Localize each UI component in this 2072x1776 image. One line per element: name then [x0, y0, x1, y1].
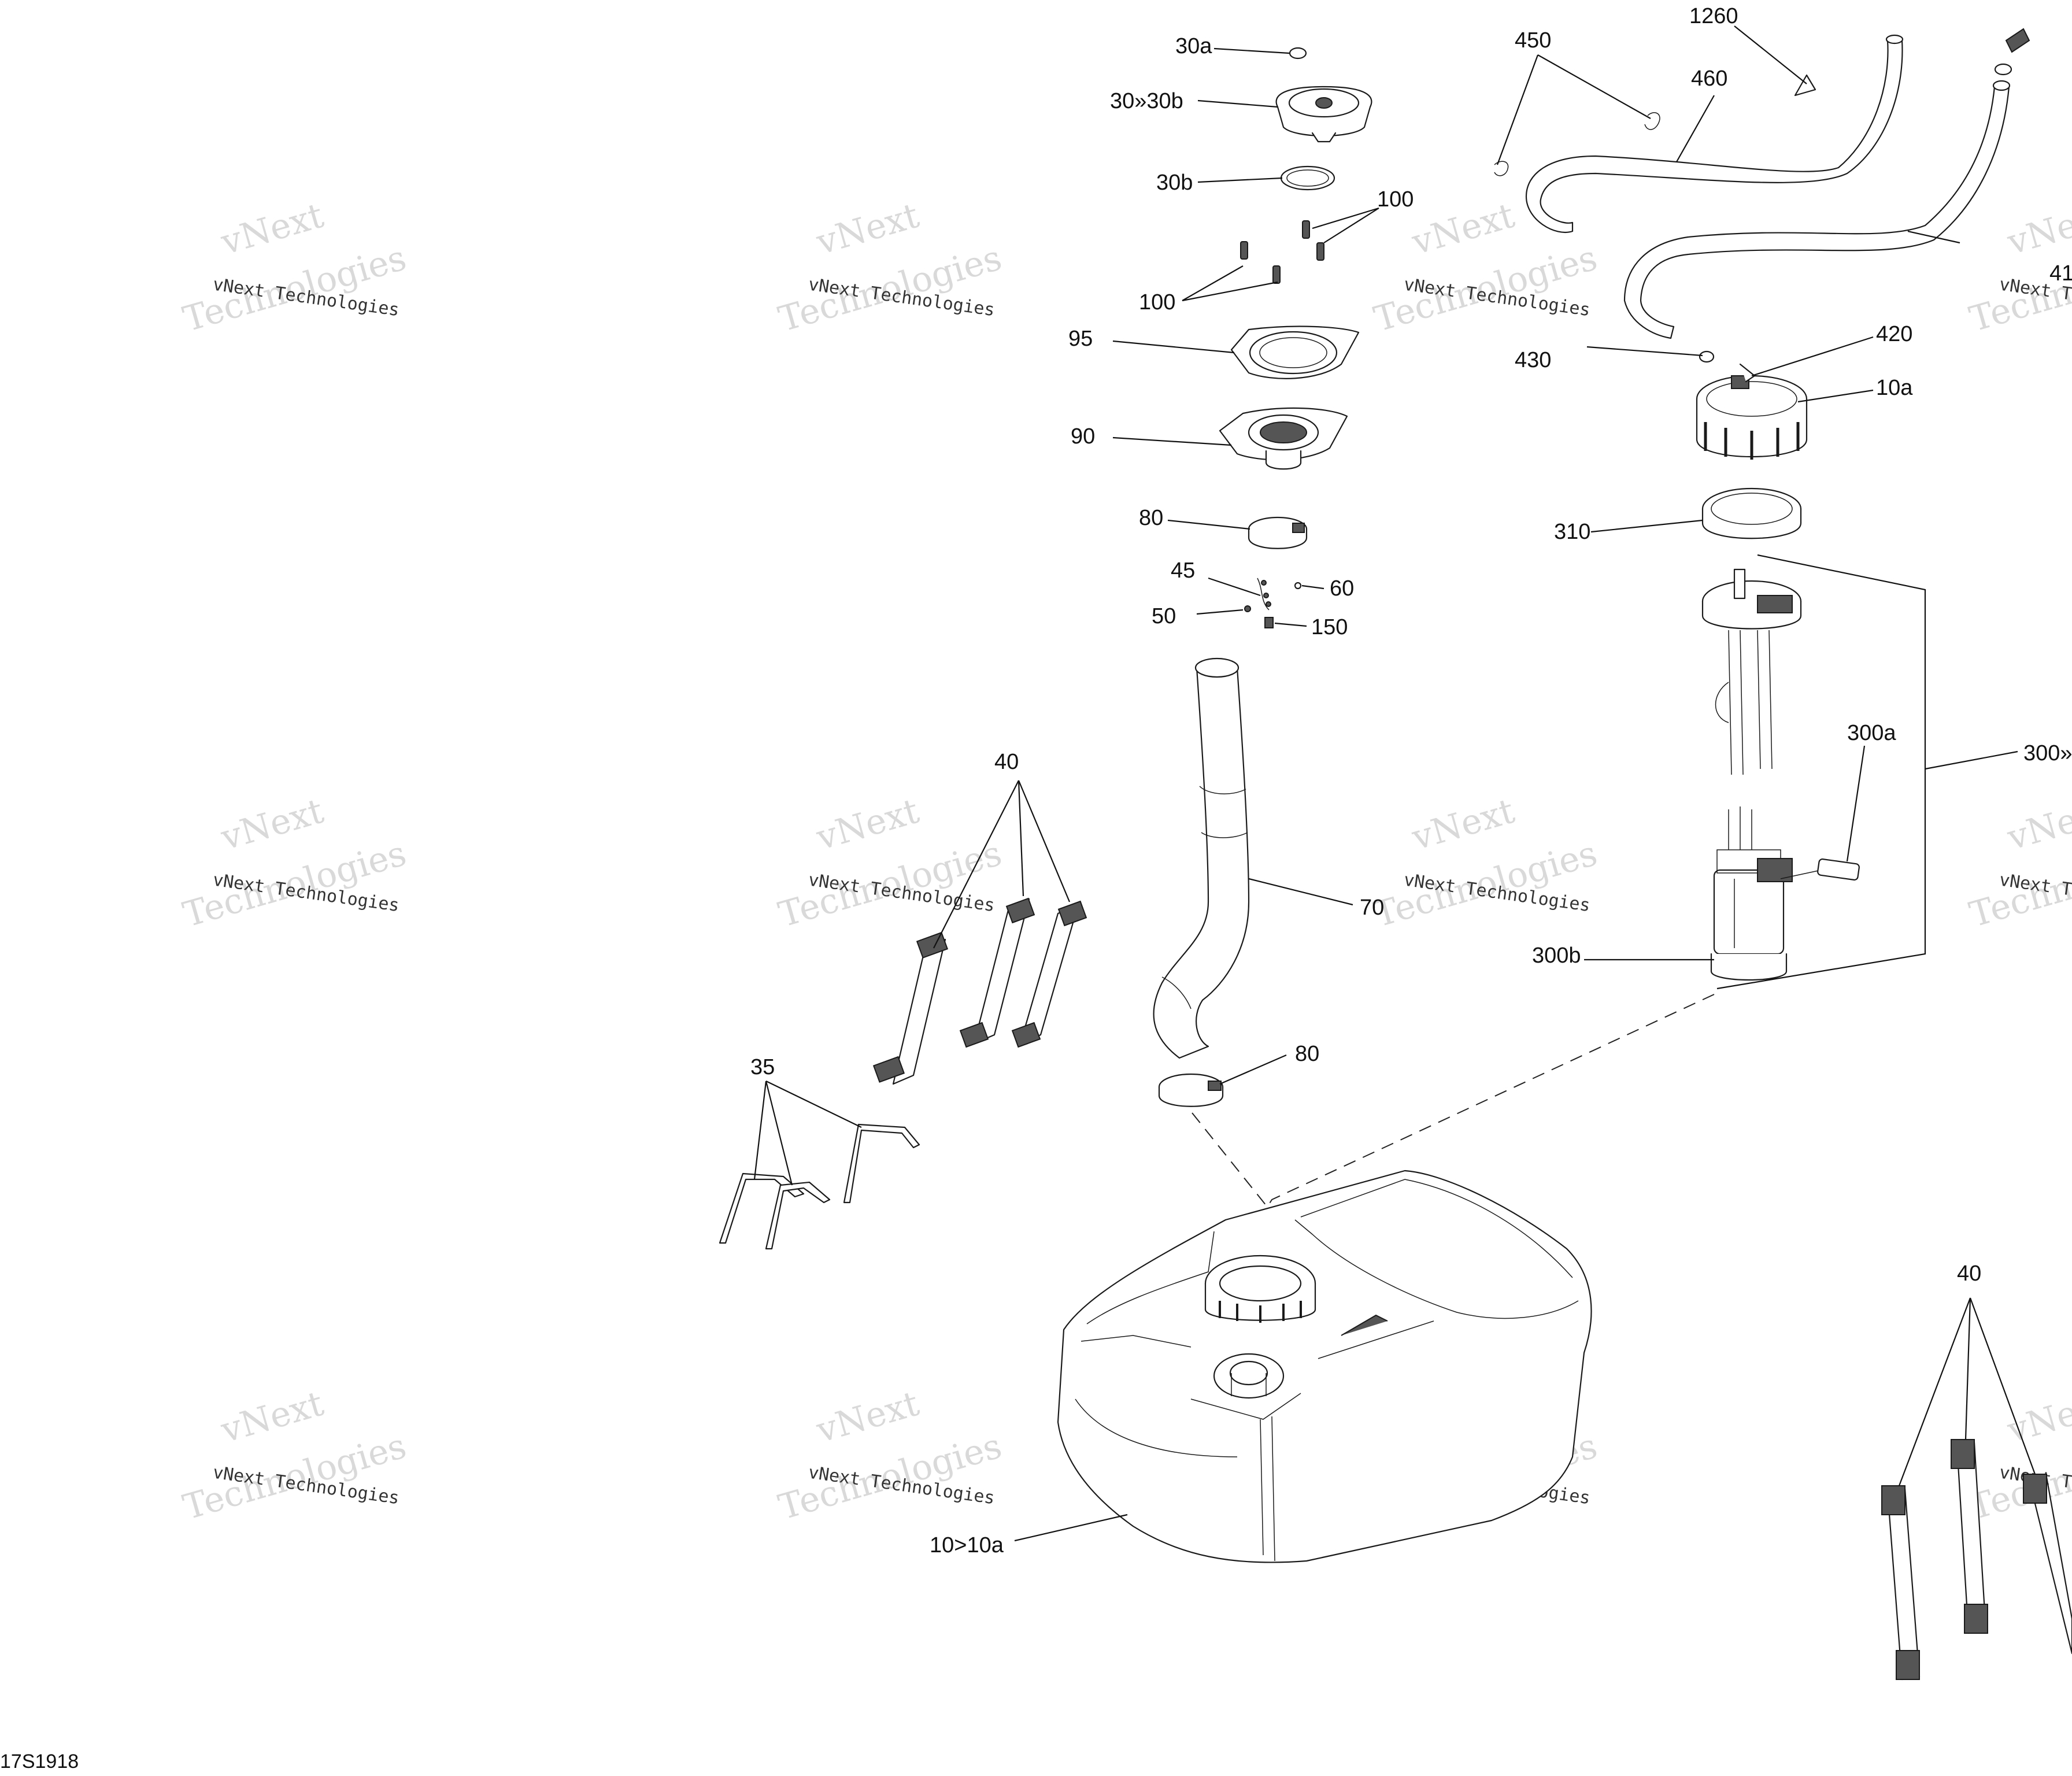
- svg-text:vNext: vNext: [2003, 791, 2072, 859]
- callout-30a: 30a: [1175, 34, 1212, 58]
- watermark-1: vNext Technologies vNext Technologies: [179, 195, 410, 340]
- cap-cover-part: [1289, 47, 1307, 60]
- hose-clip-450-part: [1494, 112, 1660, 176]
- watermark-8: vNext Technologies vNext Technologies: [1965, 791, 2072, 935]
- callout-10-10a: 10>10a: [930, 1533, 1004, 1557]
- callout-labels: 30a 30»30b 30b 100 100 95 90 80 45 60 50…: [750, 4, 2072, 1557]
- gasket-part: [1280, 165, 1335, 191]
- hose-clip-1260-part: [1794, 74, 1816, 97]
- dashed-line-pump: [1255, 994, 1715, 1226]
- callout-80-lower: 80: [1295, 1042, 1319, 1066]
- filler-hose-part: [1153, 657, 1250, 1059]
- top-right-fitting-part: [1994, 28, 2030, 76]
- clamp-430-part: [1699, 350, 1715, 363]
- callout-300b: 300b: [1532, 944, 1581, 968]
- svg-text:vNext: vNext: [1407, 791, 1519, 859]
- svg-text:vNext: vNext: [216, 195, 328, 263]
- watermark-7: vNext Technologies vNext Technologies: [1370, 791, 1601, 935]
- callout-460: 460: [1691, 66, 1727, 91]
- drawing-id: 17S1918: [0, 1751, 79, 1773]
- filler-neck-flange-part: [1219, 407, 1348, 470]
- small-fittings-part: [1244, 578, 1302, 628]
- callout-310: 310: [1554, 520, 1590, 544]
- hose-clamp-lower-part: [1158, 1073, 1224, 1107]
- callout-70: 70: [1360, 896, 1384, 920]
- fuel-level-sender-part: [1780, 858, 1860, 881]
- callout-300a: 300a: [1847, 721, 1896, 745]
- fuel-pump-module-part: [1701, 568, 1802, 775]
- callout-95: 95: [1068, 327, 1093, 351]
- breather-hose-part: [1623, 80, 2011, 339]
- watermark-3: vNext Technologies vNext Technologies: [1370, 195, 1601, 340]
- strap-set-40-part: [872, 897, 1087, 1085]
- callout-90: 90: [1071, 424, 1095, 449]
- svg-text:vNext: vNext: [2003, 1383, 2072, 1451]
- watermark-10: vNext Technologies vNext Technologies: [774, 1383, 1006, 1528]
- callout-10a: 10a: [1876, 376, 1913, 400]
- callout-100-top: 100: [1377, 187, 1414, 212]
- watermark-5: vNext Technologies vNext Technologies: [179, 791, 410, 935]
- seal-ring-part: [1701, 487, 1802, 539]
- fuel-pump-part: [1710, 806, 1793, 981]
- callout-450: 450: [1515, 28, 1551, 53]
- svg-text:vNext: vNext: [1407, 195, 1519, 263]
- callout-40-lower: 40: [1957, 1261, 1981, 1286]
- watermark-2: vNext Technologies vNext Technologies: [774, 195, 1006, 340]
- callout-50: 50: [1152, 604, 1176, 628]
- callout-80-upper: 80: [1139, 506, 1163, 530]
- svg-text:vNext: vNext: [812, 791, 923, 859]
- callout-60: 60: [1330, 576, 1354, 601]
- fitting-420-part: [1731, 363, 1756, 389]
- callout-1260: 1260: [1689, 4, 1738, 28]
- bracket-set-35-part: [719, 1123, 920, 1250]
- svg-text:vNext: vNext: [216, 791, 328, 859]
- callout-300: 300»: [2023, 741, 2072, 765]
- hose-clamp-upper-part: [1248, 516, 1308, 549]
- svg-text:vNext: vNext: [812, 195, 923, 263]
- fuel-tank-part: [1057, 1170, 1592, 1563]
- svg-text:vNext: vNext: [2003, 195, 2072, 263]
- screws-part: [1240, 220, 1324, 284]
- lock-ring-part: [1696, 375, 1808, 460]
- callout-100-bottom: 100: [1139, 290, 1175, 314]
- callout-420: 420: [1876, 322, 1912, 346]
- callout-41: 41: [2049, 261, 2072, 286]
- vent-hose-part: [1525, 34, 1904, 233]
- callout-150: 150: [1311, 615, 1348, 639]
- gas-cap-part: [1275, 86, 1372, 143]
- svg-text:vNext: vNext: [812, 1383, 923, 1451]
- callout-40-upper: 40: [994, 750, 1019, 774]
- dashed-line-hose-clamp: [1192, 1112, 1278, 1220]
- watermark-9: vNext Technologies vNext Technologies: [179, 1383, 410, 1528]
- watermark-6: vNext Technologies vNext Technologies: [774, 791, 1006, 935]
- callout-30-30b: 30»30b: [1110, 89, 1183, 113]
- callout-30b: 30b: [1156, 171, 1193, 195]
- leader-lines: [753, 25, 2036, 1542]
- strap-set-40-right-part: [1881, 1439, 2072, 1681]
- callout-45: 45: [1171, 558, 1195, 583]
- svg-text:vNext: vNext: [216, 1383, 328, 1451]
- watermark-12: vNext Technologies vNext Technologies: [1965, 1383, 2072, 1528]
- mounting-plate-part: [1230, 325, 1360, 379]
- callout-430: 430: [1515, 348, 1551, 372]
- callout-35: 35: [750, 1055, 775, 1079]
